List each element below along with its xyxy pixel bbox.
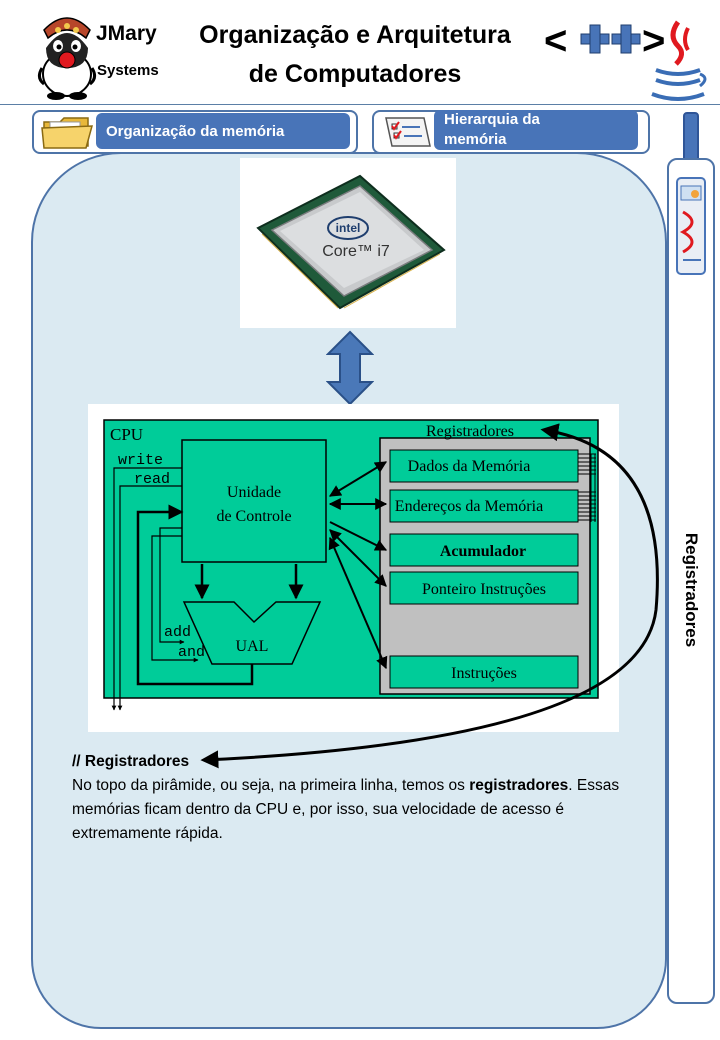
tab-label-line2: memória bbox=[444, 131, 507, 148]
signal-read: read bbox=[134, 471, 170, 488]
side-tab-registradores[interactable] bbox=[667, 158, 715, 1004]
cpu-chip-image: intel Core™ i7 bbox=[240, 158, 456, 328]
cpp-logo: < > bbox=[544, 14, 668, 66]
registers-note: // Registradores No topo da pirâmide, ou… bbox=[72, 750, 632, 846]
note-text-after: . Essas memórias ficam dentro da CPU e, … bbox=[72, 777, 620, 842]
svg-text:>: > bbox=[642, 19, 665, 63]
signal-add: add bbox=[164, 624, 191, 641]
tab-hierarquia-memoria[interactable]: Hierarquia da memória bbox=[372, 110, 650, 154]
curved-connector-arrow bbox=[190, 410, 670, 770]
page-title-line1: Organização e Arquitetura bbox=[199, 21, 511, 49]
brand-name: JMary bbox=[96, 22, 157, 45]
note-heading: // Registradores bbox=[72, 753, 190, 770]
cpu-label: CPU bbox=[110, 425, 143, 444]
page-title: Organização e Arquitetura de Computadore… bbox=[160, 16, 550, 94]
side-tab-label: Registradores bbox=[682, 532, 701, 648]
page-title-line2: de Computadores bbox=[248, 60, 462, 88]
signal-write: write bbox=[118, 452, 163, 469]
brand-subtitle: Systems bbox=[97, 62, 159, 79]
tab-label: Organização da memória bbox=[96, 113, 350, 149]
svg-text:<: < bbox=[544, 19, 567, 63]
header-divider bbox=[0, 104, 720, 105]
java-cup-icon bbox=[648, 18, 708, 108]
note-text-bold: registradores bbox=[469, 777, 569, 794]
cpu-model-text: Core™ i7 bbox=[322, 243, 390, 260]
folder-icon bbox=[40, 114, 96, 155]
tab-organizacao-memoria[interactable]: Organização da memória bbox=[32, 110, 358, 154]
checklist-icon bbox=[380, 114, 436, 155]
side-tab-connector bbox=[683, 112, 699, 162]
side-tab-label-box: Registradores bbox=[667, 520, 715, 660]
signal-and: and bbox=[178, 644, 205, 661]
newspaper-icon bbox=[673, 172, 711, 287]
tab-label: Hierarquia da memória bbox=[434, 110, 638, 150]
mascot-logo bbox=[36, 8, 98, 100]
note-body: No topo da pirâmide, ou seja, na primeir… bbox=[72, 774, 632, 846]
note-text-before: No topo da pirâmide, ou seja, na primeir… bbox=[72, 777, 470, 794]
tab-label-line1: Hierarquia da bbox=[444, 111, 540, 128]
double-arrow-icon bbox=[325, 330, 375, 406]
cpu-brand-text: intel bbox=[336, 221, 361, 235]
